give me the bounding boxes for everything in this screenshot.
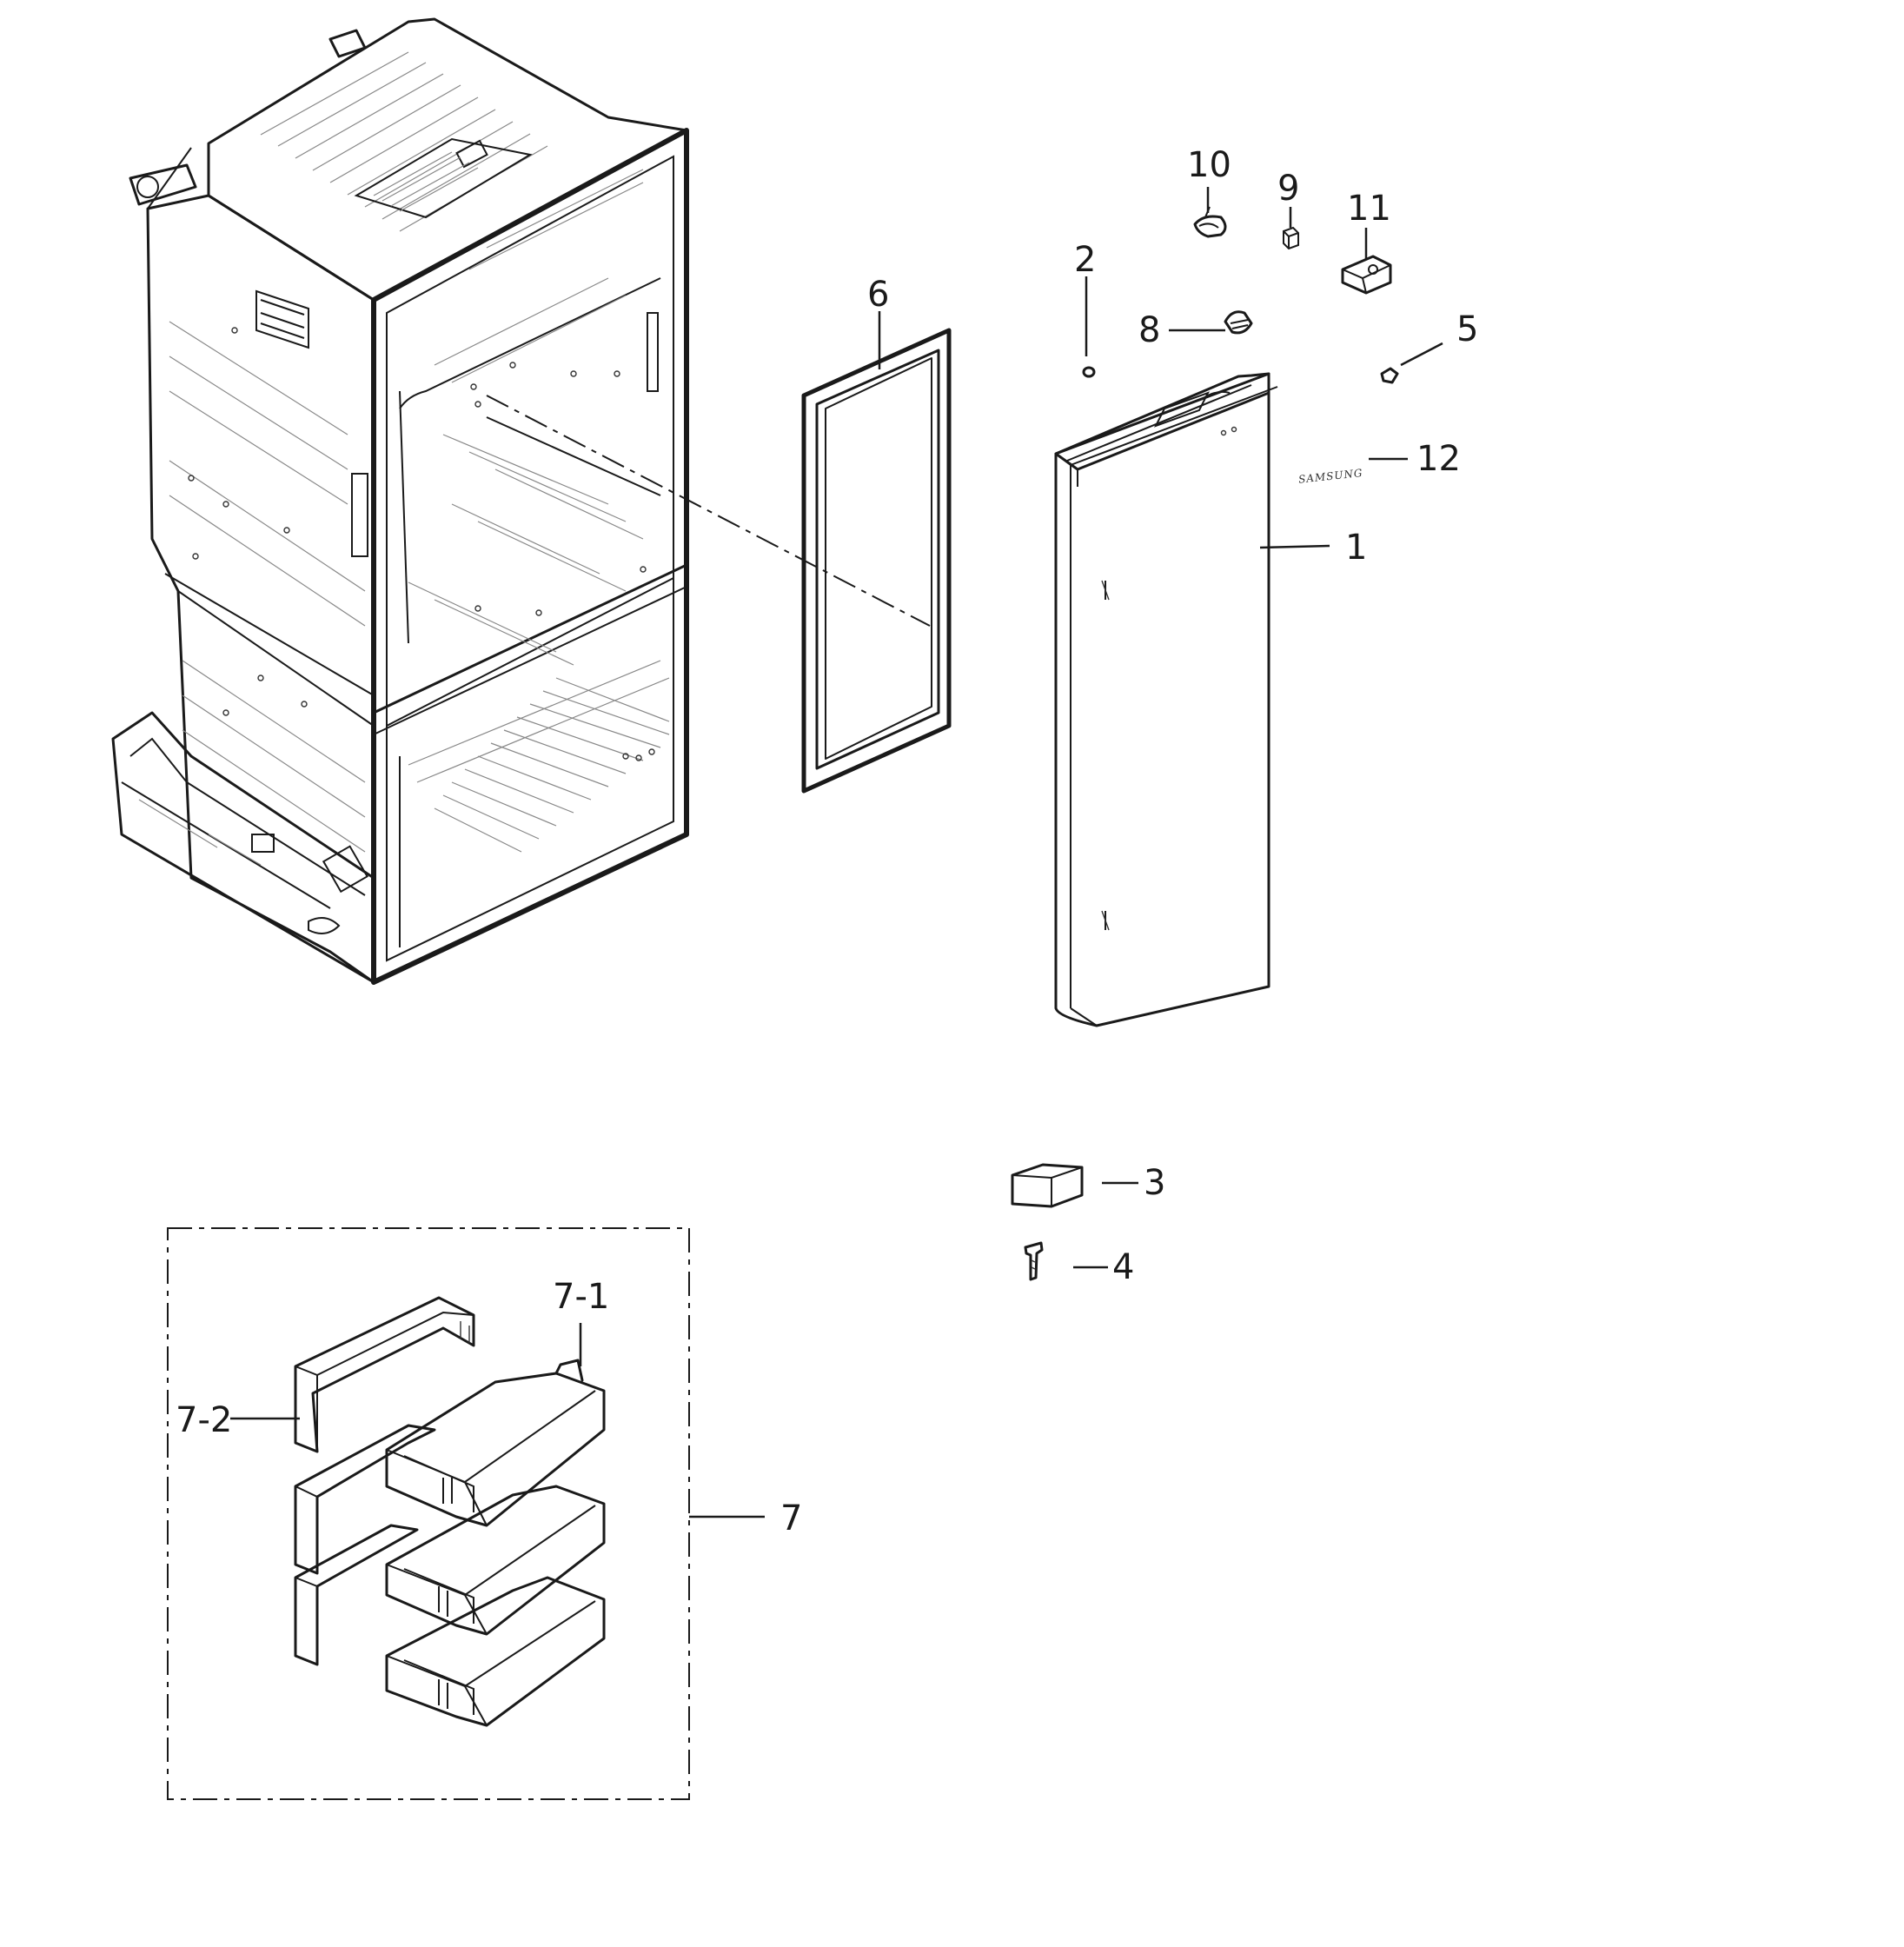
door-bin-assembly bbox=[167, 1227, 690, 1800]
refrigerator-door bbox=[1054, 372, 1278, 1027]
part-11-hinge-bracket bbox=[1341, 255, 1392, 295]
part-2-pin bbox=[1082, 366, 1096, 378]
part-8-hinge-cam bbox=[1224, 310, 1253, 335]
bin-bottom bbox=[385, 1576, 606, 1727]
bin-rail-top bbox=[294, 1296, 475, 1453]
callout-2: 2 bbox=[1074, 240, 1096, 280]
bin-top bbox=[385, 1359, 606, 1527]
part-10-hinge-cover bbox=[1193, 206, 1227, 238]
part-5-cap bbox=[1380, 367, 1399, 384]
bin-rail-bottom bbox=[294, 1524, 419, 1666]
part-3-block bbox=[1011, 1163, 1084, 1208]
emblem-text: SAMSUNG bbox=[1297, 467, 1363, 486]
callout-10: 10 bbox=[1187, 145, 1231, 185]
callout-5: 5 bbox=[1456, 309, 1478, 349]
callout-12: 12 bbox=[1416, 439, 1461, 479]
callout-3: 3 bbox=[1144, 1163, 1165, 1203]
bin-rail-middle bbox=[294, 1424, 436, 1575]
bin-group-frame bbox=[167, 1227, 690, 1800]
callout-4: 4 bbox=[1112, 1247, 1134, 1287]
callout-11: 11 bbox=[1347, 189, 1391, 229]
callout-7: 7 bbox=[780, 1498, 802, 1538]
callout-7-1: 7-1 bbox=[553, 1277, 609, 1317]
callout-1: 1 bbox=[1345, 528, 1367, 568]
callout-7-2: 7-2 bbox=[176, 1400, 232, 1440]
bin-middle bbox=[385, 1485, 606, 1636]
callout-8: 8 bbox=[1138, 310, 1160, 350]
refrigerator-cabinet bbox=[111, 17, 689, 985]
door-gasket bbox=[801, 328, 952, 794]
part-4-screw bbox=[1024, 1241, 1044, 1281]
alignment-line bbox=[486, 395, 931, 627]
callout-6: 6 bbox=[867, 275, 889, 315]
leader-lines bbox=[230, 187, 1443, 1518]
part-9-block bbox=[1283, 226, 1299, 250]
part-12-emblem: SAMSUNG bbox=[1297, 467, 1363, 486]
callout-labels: 1 2 3 4 5 6 7 7-1 7-2 8 9 10 11 12 bbox=[176, 145, 1478, 1538]
callout-9: 9 bbox=[1277, 169, 1299, 209]
